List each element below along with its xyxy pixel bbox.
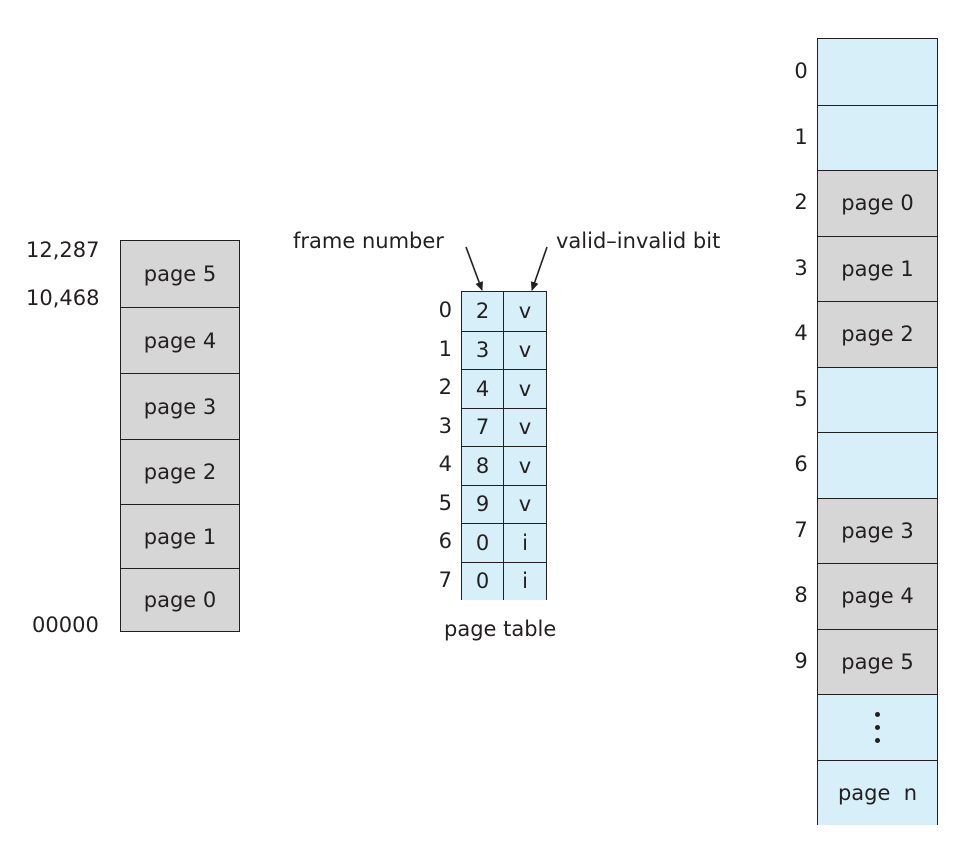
logical-memory: page 5 page 4 page 3 page 2 page 1 page …: [120, 240, 240, 632]
physical-frame-index: 5: [794, 386, 808, 411]
physical-frame-label: page 2: [841, 322, 914, 347]
physical-frame: [818, 104, 937, 170]
page-table-caption: page table: [444, 617, 557, 641]
physical-frame: page 3: [818, 497, 937, 563]
page-table-index: 7: [438, 567, 452, 592]
physical-frame-label: page 0: [841, 191, 914, 216]
page-table-bit-cell: v: [504, 485, 546, 523]
page-table-frame-cell: 8: [462, 447, 504, 485]
address-bottom: 00000: [32, 613, 99, 637]
page-table-bit-cell: v: [504, 447, 546, 485]
page-table-index: 0: [438, 298, 452, 322]
physical-frame-label: page 3: [841, 518, 914, 543]
page-table-frame-cell: 2: [462, 292, 504, 331]
address-page5-start: 10,468: [26, 286, 100, 310]
physical-frame: [818, 694, 937, 760]
page-table-index: 5: [438, 490, 452, 515]
physical-frame-index: 1: [794, 124, 808, 149]
frame-number-arrow: [465, 246, 483, 291]
physical-frame: page 5: [818, 628, 937, 694]
physical-frame-index: 3: [794, 255, 808, 280]
page-table-frame-cell: 3: [462, 331, 504, 369]
page-table-frame-cell: 7: [462, 408, 504, 446]
physical-frame: page 0: [818, 170, 937, 236]
physical-frame-index: 9: [794, 648, 808, 673]
physical-frame-index: 7: [794, 517, 808, 542]
physical-frame: page 4: [818, 563, 937, 629]
logical-page-1: page 1: [121, 504, 239, 568]
logical-page-2: page 2: [121, 439, 239, 504]
page-table-bit-cell: v: [504, 370, 546, 408]
page-table-index: 6: [438, 529, 452, 553]
physical-frame-index: 8: [794, 583, 808, 607]
physical-frame-label: page 4: [841, 584, 914, 609]
logical-page-4: page 4: [121, 307, 239, 373]
physical-frame-label: page 5: [841, 649, 914, 674]
physical-frame-index: 6: [794, 452, 808, 476]
page-table-bit-cell: v: [504, 292, 546, 331]
ellipsis-icon: [875, 711, 880, 743]
page-table-index: 1: [438, 336, 452, 361]
address-top: 12,287: [26, 238, 100, 262]
physical-frame-index: 0: [794, 59, 808, 83]
page-table-frame-cell: 0: [462, 524, 504, 562]
valid-invalid-bit-label: valid–invalid bit: [556, 229, 721, 253]
physical-frame: page 1: [818, 235, 937, 301]
page-table-frame-cell: 9: [462, 485, 504, 523]
physical-frame: page 2: [818, 301, 937, 367]
page-table-index: 2: [438, 375, 452, 399]
physical-frame-index: 4: [794, 321, 808, 345]
physical-memory: page 0 page 1 page 2 page 3 page 4 page 5 page…: [817, 38, 938, 825]
page-table-bit-cell: i: [504, 562, 546, 600]
page-table-index: 3: [438, 413, 452, 438]
page-table-bit-cell: i: [504, 524, 546, 562]
physical-frame: [818, 366, 937, 432]
logical-page-0: page 0: [121, 568, 239, 631]
valid-invalid-bit-arrow: [530, 246, 548, 291]
page-table-bit-cell: v: [504, 408, 546, 446]
page-table-index: 4: [438, 452, 452, 476]
physical-frame-label: page 1: [841, 256, 914, 281]
physical-frame: page n: [818, 759, 937, 825]
physical-frame-index: 2: [794, 190, 808, 214]
page-table-bit-cell: v: [504, 331, 546, 369]
logical-page-5: page 5: [121, 241, 239, 307]
physical-frame: [818, 39, 937, 105]
physical-frame-label: page n: [837, 780, 918, 805]
physical-frame: [818, 432, 937, 498]
page-table-frame-cell: 0: [462, 562, 504, 600]
page-table-frame-cell: 4: [462, 370, 504, 408]
frame-number-label: frame number: [293, 229, 444, 253]
logical-page-3: page 3: [121, 373, 239, 439]
